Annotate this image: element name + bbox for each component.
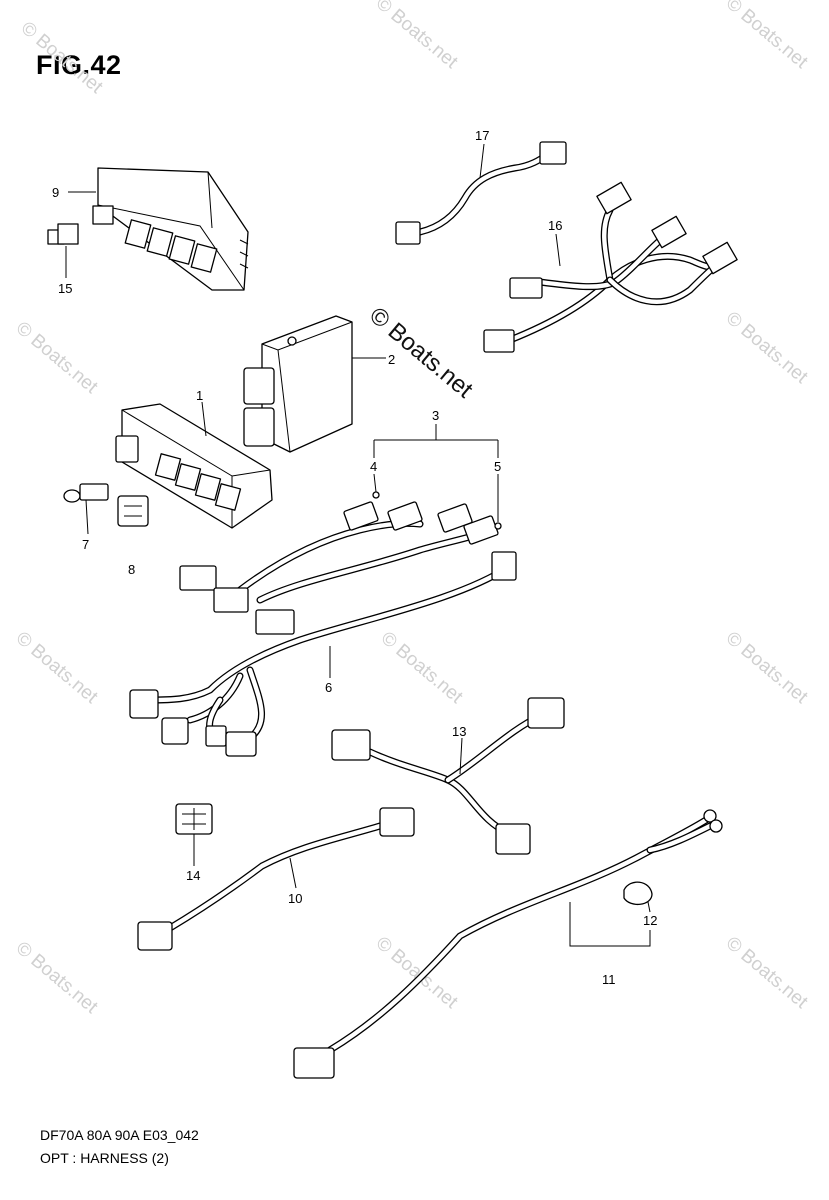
callout-8: 8 (128, 562, 135, 577)
part-13-harness[interactable] (331, 697, 565, 855)
callout-5: 5 (494, 459, 501, 474)
part-3-harness[interactable] (179, 491, 502, 635)
watermark-tile: © Boats.net (722, 308, 812, 389)
figure-title: FIG.42 (36, 50, 122, 80)
part-16-harness[interactable] (483, 181, 738, 353)
part-2-control-module[interactable] (243, 315, 353, 453)
callout-15: 15 (58, 281, 72, 296)
footer-model-code: DF70A 80A 90A E03_042 (40, 1127, 199, 1143)
callout-14: 14 (186, 868, 200, 883)
callout-13: 13 (452, 724, 466, 739)
watermark-tile: © Boats.net (372, 0, 462, 73)
callout-16: 16 (548, 218, 562, 233)
callout-9: 9 (52, 185, 59, 200)
part-7-terminal[interactable] (63, 483, 109, 503)
watermark-tile: © Boats.net (722, 933, 812, 1014)
part-8-connector[interactable] (117, 495, 149, 527)
watermark-tile: © Boats.net (12, 628, 102, 709)
watermark-tile: © Boats.net (722, 628, 812, 709)
watermark-tile: © Boats.net (17, 18, 107, 99)
callout-4: 4 (370, 459, 377, 474)
watermark-tile: © Boats.net (12, 938, 102, 1019)
part-17-harness[interactable] (395, 141, 567, 245)
watermark-main: © Boats.net (364, 302, 478, 404)
part-1-relay-box[interactable] (115, 403, 273, 529)
callout-3: 3 (432, 408, 439, 423)
callout-12: 12 (643, 913, 657, 928)
part-14-connector[interactable] (175, 803, 213, 835)
callout-6: 6 (325, 680, 332, 695)
callout-17: 17 (475, 128, 489, 143)
callout-2: 2 (388, 352, 395, 367)
part-9-relay-box[interactable] (92, 167, 249, 291)
callout-labels: 9 15 17 16 2 1 3 4 5 7 8 6 13 14 10 12 1… (52, 128, 657, 987)
footer-section-name: OPT : HARNESS (2) (40, 1150, 169, 1166)
watermark-tile: © Boats.net (377, 628, 467, 709)
callout-10: 10 (288, 891, 302, 906)
part-15-connector[interactable] (47, 223, 79, 262)
watermark-tile: © Boats.net (722, 0, 812, 73)
watermark-tile: © Boats.net (12, 318, 102, 399)
callout-11: 11 (602, 972, 616, 987)
callout-1: 1 (196, 388, 203, 403)
callout-7: 7 (82, 537, 89, 552)
part-6-harness[interactable] (129, 551, 517, 757)
part-10-harness[interactable] (137, 807, 415, 951)
part-11-harness[interactable] (293, 809, 723, 1079)
leader-lines (65, 143, 651, 947)
